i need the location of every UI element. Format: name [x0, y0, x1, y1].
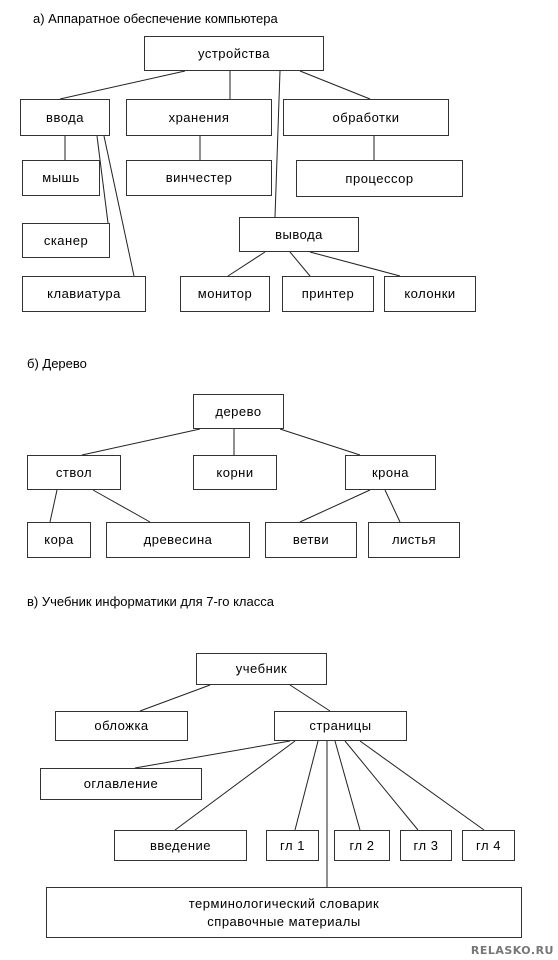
- node-storage: хранения: [126, 99, 272, 136]
- edge-output-monitor: [227, 251, 266, 277]
- edge-pages-ch2: [334, 740, 361, 831]
- node-tree: дерево: [193, 394, 284, 429]
- node-leaves: листья: [368, 522, 460, 558]
- node-branches: ветви: [265, 522, 357, 558]
- edge-devices-processing: [299, 70, 371, 100]
- section-title-hardware: а) Аппаратное обеспечение компьютера: [33, 11, 278, 26]
- node-bark: кора: [27, 522, 91, 558]
- edge-trunk-wood: [92, 489, 151, 523]
- node-toc: оглавление: [40, 768, 202, 800]
- node-intro: введение: [114, 830, 247, 861]
- node-pages: страницы: [274, 711, 407, 741]
- node-keyboard: клавиатура: [22, 276, 146, 312]
- node-glossary: терминологический словарик справочные ма…: [46, 887, 522, 938]
- edge-pages-intro: [174, 740, 296, 831]
- node-chapter-3: гл 3: [400, 830, 452, 861]
- watermark-logo: RELASKO.RU: [470, 944, 554, 957]
- node-textbook: учебник: [196, 653, 327, 685]
- edge-output-speakers: [309, 251, 401, 277]
- node-speakers: колонки: [384, 276, 476, 312]
- edge-textbook-pages: [289, 684, 331, 712]
- section-title-tree: б) Дерево: [27, 356, 87, 371]
- node-scanner: сканер: [22, 223, 110, 258]
- edge-pages-toc: [134, 740, 291, 769]
- node-devices: устройства: [144, 36, 324, 71]
- node-printer: принтер: [282, 276, 374, 312]
- edge-devices-output: [274, 70, 281, 218]
- node-cpu: процессор: [296, 160, 463, 197]
- node-processing: обработки: [283, 99, 449, 136]
- node-chapter-1: гл 1: [266, 830, 319, 861]
- glossary-line-2: справочные материалы: [207, 913, 361, 929]
- edge-crown-branches: [299, 489, 371, 523]
- edge-pages-ch3: [344, 740, 419, 831]
- glossary-line-1: терминологический словарик: [188, 895, 380, 911]
- edge-textbook-cover: [139, 684, 211, 712]
- edge-devices-input: [59, 70, 186, 100]
- edge-output-printer: [289, 251, 311, 277]
- edge-pages-ch1: [294, 740, 319, 831]
- section-title-textbook: в) Учебник информатики для 7-го класса: [27, 594, 274, 609]
- node-chapter-4: гл 4: [462, 830, 515, 861]
- edge-pages-ch4: [359, 740, 485, 831]
- edge-tree-trunk: [81, 428, 201, 456]
- node-output: вывода: [239, 217, 359, 252]
- edge-input-keyboard: [103, 135, 135, 277]
- edge-input-scanner: [96, 135, 109, 224]
- node-input: ввода: [20, 99, 110, 136]
- node-wood: древесина: [106, 522, 250, 558]
- node-chapter-2: гл 2: [334, 830, 390, 861]
- node-crown: крона: [345, 455, 436, 490]
- node-hdd: винчестер: [126, 160, 272, 196]
- node-mouse: мышь: [22, 160, 100, 196]
- edge-tree-crown: [279, 428, 361, 456]
- node-cover: обложка: [55, 711, 188, 741]
- node-trunk: ствол: [27, 455, 121, 490]
- edge-trunk-bark: [49, 489, 58, 523]
- node-roots: корни: [193, 455, 277, 490]
- node-monitor: монитор: [180, 276, 270, 312]
- edge-crown-leaves: [384, 489, 401, 523]
